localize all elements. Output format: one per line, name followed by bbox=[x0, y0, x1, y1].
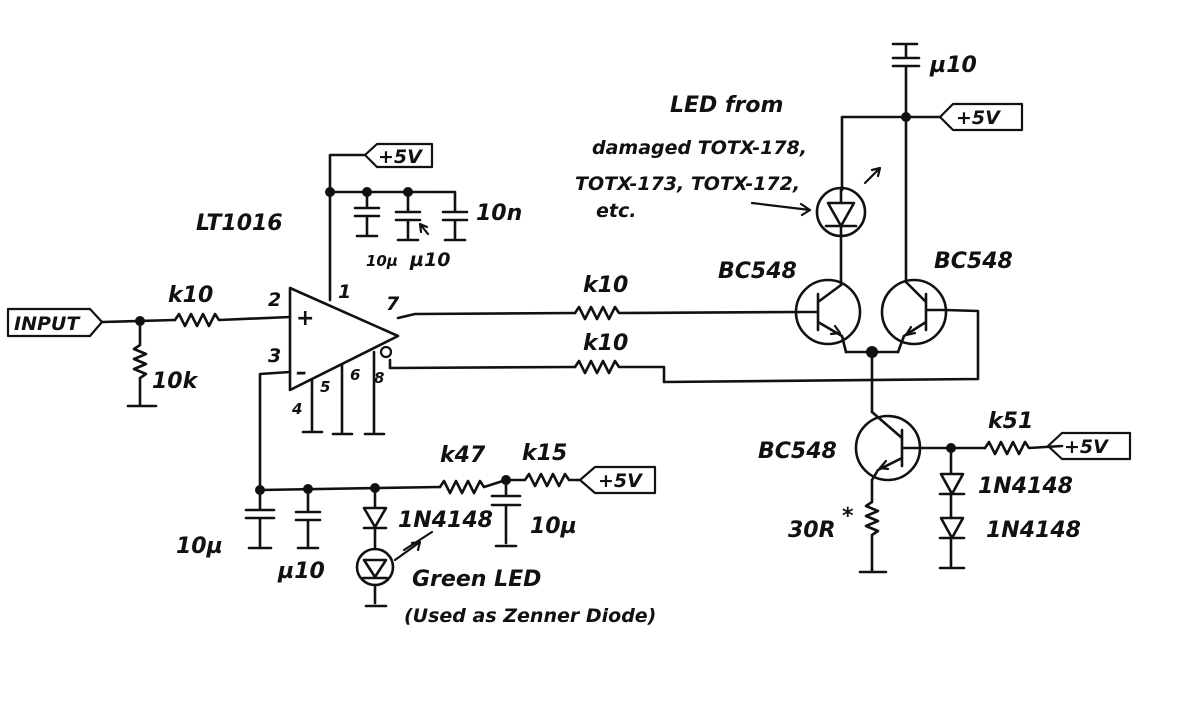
supply-tag-top: +5V bbox=[938, 102, 1024, 132]
supply-opamp-label: +5V bbox=[378, 146, 423, 168]
resistor-k51: k51 bbox=[983, 409, 1064, 456]
emitter-join bbox=[844, 350, 900, 414]
supply-tag-opamp: +5V bbox=[363, 142, 434, 169]
resistor-k47: k47 bbox=[438, 443, 508, 495]
pin3-label: 3 bbox=[268, 345, 281, 367]
resistor-k47-label: k47 bbox=[440, 443, 486, 468]
lt1016-comparator: LT1016 + – 2 3 1 7 4 5 6 8 bbox=[196, 211, 400, 418]
diode-upper-label: 1N4148 bbox=[978, 474, 1073, 499]
diode-ref-label: 1N4148 bbox=[398, 508, 493, 533]
supply-top-label: +5V bbox=[956, 107, 1001, 129]
supply-tag-bias: +5V bbox=[1046, 431, 1132, 461]
cap-opamp-10n: 10n bbox=[438, 190, 522, 242]
resistor-q2-label: k10 bbox=[583, 331, 628, 356]
cap-opamp-10u: 10µ bbox=[353, 190, 398, 270]
diode-lower-label: 1N4148 bbox=[986, 518, 1081, 543]
resistor-input-k10: k10 bbox=[168, 283, 292, 328]
cap-opamp-u10-label: µ10 bbox=[409, 249, 450, 271]
pin8-label: 8 bbox=[374, 369, 384, 387]
transistor-q1-label: BC548 bbox=[718, 259, 797, 284]
led-note: LED from damaged TOTX-178, TOTX-173, TOT… bbox=[575, 93, 812, 222]
supply-bias-label: +5V bbox=[1064, 436, 1109, 458]
resistor-30r-star: * bbox=[842, 504, 854, 529]
transistor-q2-label: BC548 bbox=[934, 249, 1013, 274]
pin8-wire bbox=[388, 358, 577, 370]
resistor-input-label: k10 bbox=[168, 283, 213, 308]
junction-pin1 bbox=[325, 187, 335, 197]
cap-top-label: µ10 bbox=[929, 53, 977, 78]
transistor-q3: BC548 bbox=[758, 410, 922, 482]
led-note-line3: TOTX-173, TOTX-172, bbox=[575, 173, 800, 195]
resistor-30r-label: 30R bbox=[788, 518, 836, 543]
diode-1n4148-lower: 1N4148 bbox=[938, 516, 1081, 570]
resistor-10k-label: 10k bbox=[152, 369, 199, 394]
resistor-q2-k10: k10 bbox=[573, 308, 980, 384]
green-led-label: Green LED bbox=[412, 567, 541, 592]
cap-opamp-10u-label: 10µ bbox=[366, 252, 398, 270]
cap-ref-10u-left-label: 10µ bbox=[176, 534, 223, 559]
resistor-k15-label: k15 bbox=[522, 441, 567, 466]
opamp-label: LT1016 bbox=[196, 211, 283, 236]
supply-ref-label: +5V bbox=[598, 470, 643, 492]
top-supply-wire bbox=[840, 115, 942, 284]
led-note-line4: etc. bbox=[596, 200, 636, 222]
pin6-label: 6 bbox=[350, 366, 360, 384]
led-transmit bbox=[815, 166, 882, 287]
led-note-line1: LED from bbox=[670, 93, 783, 118]
resistor-30r: 30R * bbox=[788, 478, 888, 574]
resistor-k15: k15 bbox=[504, 441, 582, 488]
pin7-wire bbox=[396, 311, 577, 320]
plus-sign: + bbox=[296, 306, 314, 331]
led-note-line2: damaged TOTX-178, bbox=[592, 137, 807, 159]
input-label: INPUT bbox=[14, 313, 81, 335]
comparator-ground-pins bbox=[301, 350, 386, 436]
transistor-q2: BC548 bbox=[880, 249, 1013, 354]
pin4-label: 4 bbox=[291, 400, 302, 418]
minus-sign: – bbox=[296, 360, 307, 385]
cap-opamp-10n-label: 10n bbox=[476, 201, 522, 226]
pin1-label: 1 bbox=[338, 281, 351, 303]
diode-ref-1n4148: 1N4148 bbox=[362, 486, 493, 533]
cap-ref-10u-left: 10µ bbox=[176, 488, 276, 559]
resistor-q1-label: k10 bbox=[583, 273, 628, 298]
cap-ref-10u-right-label: 10µ bbox=[530, 514, 577, 539]
cap-ref-10u-right: 10µ bbox=[490, 478, 577, 548]
junction-emitters bbox=[866, 346, 878, 358]
pin7-label: 7 bbox=[386, 293, 400, 315]
pin2-label: 2 bbox=[268, 289, 281, 311]
green-led: Green LED (Used as Zenner Diode) bbox=[355, 526, 656, 627]
cap-ref-u10-label: µ10 bbox=[277, 559, 325, 584]
supply-tag-ref: +5V bbox=[578, 465, 657, 495]
cap-top-u10: µ10 bbox=[891, 42, 977, 119]
input-tag: INPUT bbox=[6, 307, 104, 338]
resistor-k51-label: k51 bbox=[988, 409, 1033, 434]
green-led-note: (Used as Zenner Diode) bbox=[404, 605, 656, 627]
pin5-label: 5 bbox=[320, 378, 330, 396]
reference-bus bbox=[258, 485, 442, 492]
diode-1n4148-upper: 1N4148 bbox=[938, 446, 1073, 520]
cap-ref-u10: µ10 bbox=[277, 487, 325, 584]
pin3-wire bbox=[258, 370, 292, 492]
cap-opamp-u10: µ10 bbox=[394, 190, 450, 271]
transistor-q1: BC548 bbox=[718, 259, 862, 354]
resistor-10k: 10k bbox=[126, 319, 199, 408]
resistor-q1-k10: k10 bbox=[573, 273, 802, 321]
transistor-q3-label: BC548 bbox=[758, 439, 837, 464]
